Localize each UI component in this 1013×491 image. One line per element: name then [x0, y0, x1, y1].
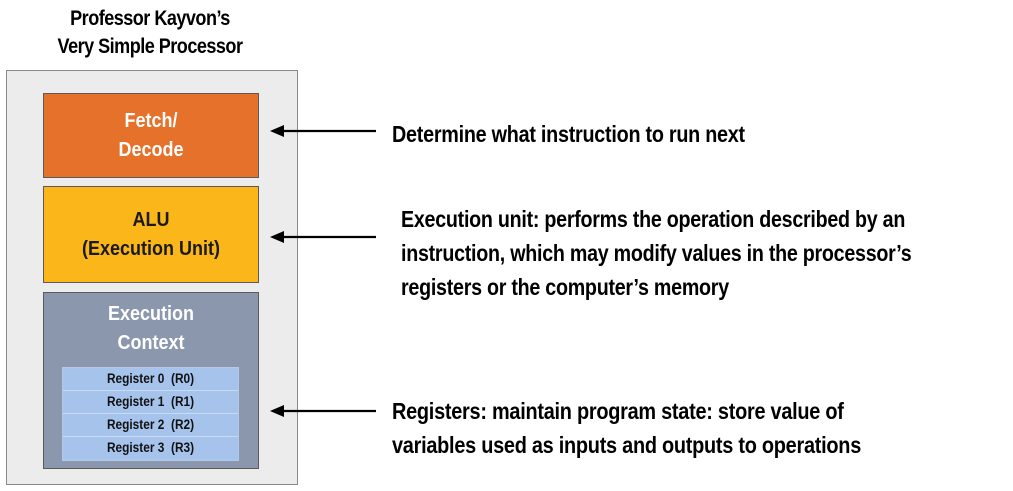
register-row-r2: Register 2 (R2) — [63, 414, 238, 437]
fetch-decode-label-line-2: Decode — [118, 139, 184, 161]
execution-context-label-line-2: Context — [117, 332, 185, 354]
description-line: variables used as inputs and outputs to … — [392, 432, 862, 458]
execution-context-label-line-1: Execution — [107, 303, 195, 325]
diagram-title-line-2: Very Simple Processor — [57, 35, 243, 58]
description-line: Determine what instruction to run next — [392, 121, 745, 147]
arrow-to-registers — [270, 405, 376, 417]
registers-description: Registers: maintain program state: store… — [392, 394, 861, 462]
alu-label-line-2: (Execution Unit) — [81, 238, 221, 260]
description-line: instruction, which may modify values in … — [401, 240, 912, 266]
register-row-r0: Register 0 (R0) — [63, 368, 238, 391]
alu-description: Execution unit: performs the operation d… — [401, 202, 912, 304]
register-row-r1: Register 1 (R1) — [63, 391, 238, 414]
register-label: Register 1 (R1) — [106, 394, 195, 409]
arrow-to-alu — [270, 231, 376, 243]
alu-label-line-1: ALU — [132, 209, 170, 231]
alu-block: ALU (Execution Unit) — [43, 186, 259, 283]
fetch-decode-description: Determine what instruction to run next — [392, 117, 745, 151]
register-row-r3: Register 3 (R3) — [63, 437, 238, 460]
description-line: Registers: maintain program state: store… — [392, 398, 844, 424]
fetch-decode-block: Fetch/ Decode — [43, 93, 259, 178]
description-line: Execution unit: performs the operation d… — [401, 206, 906, 232]
register-file: Register 0 (R0) Register 1 (R1) Register… — [62, 367, 239, 461]
register-label: Register 3 (R3) — [106, 440, 195, 455]
arrow-to-fetch-decode — [270, 125, 376, 137]
diagram-title-line-1: Professor Kayvon’s — [70, 7, 230, 30]
register-label: Register 2 (R2) — [106, 417, 195, 432]
register-label: Register 0 (R0) — [106, 371, 195, 386]
fetch-decode-label-line-1: Fetch/ — [124, 110, 178, 132]
description-line: registers or the computer’s memory — [401, 274, 729, 300]
